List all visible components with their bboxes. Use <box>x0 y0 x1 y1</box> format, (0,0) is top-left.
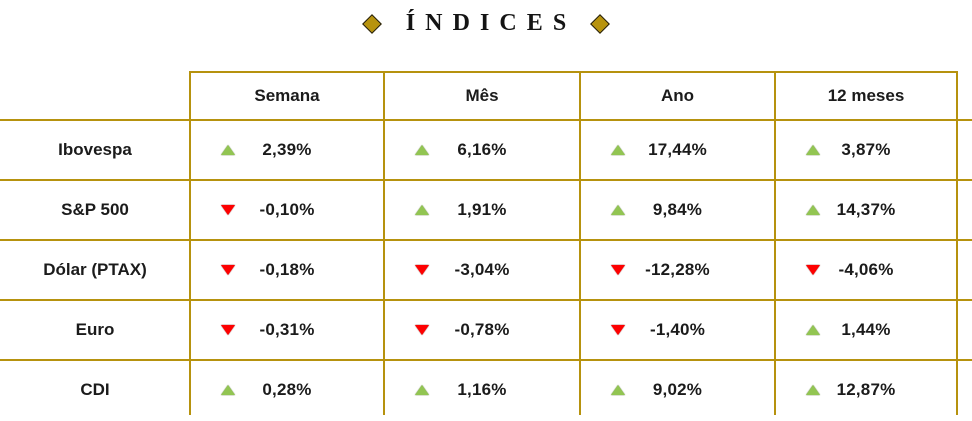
cell-value: -1,40% <box>649 320 706 339</box>
cell-value: 17,44% <box>648 140 707 159</box>
grid-line <box>0 359 972 361</box>
table-cell: 14,37% <box>775 180 957 240</box>
cell-value: 3,87% <box>841 140 891 159</box>
cell-value: 14,37% <box>836 200 896 219</box>
column-header-semana: Semana <box>254 86 320 105</box>
table-cell: 9,02% <box>580 360 775 420</box>
trend-icon <box>415 145 429 155</box>
table-cell: 17,44% <box>580 120 775 180</box>
right-margin <box>957 72 972 120</box>
corner-cell <box>0 72 190 120</box>
table-cell: 1,91% <box>384 180 580 240</box>
trend-icon <box>221 205 235 215</box>
table-cell: -3,04% <box>384 240 580 300</box>
row-label: S&P 500 <box>61 200 129 219</box>
column-header-mes: Mês <box>465 86 499 105</box>
trend-icon <box>806 325 820 335</box>
table-cell: -12,28% <box>580 240 775 300</box>
cell-value: 1,16% <box>457 380 507 399</box>
trend-icon <box>611 265 625 275</box>
table-cell: 1,44% <box>775 300 957 360</box>
table-row-euro: Euro -0,31% -0,78% -1,40% 1,44% <box>0 300 972 360</box>
indices-table: Semana Mês Ano 12 meses Ibovespa 2,39% 6… <box>0 72 972 420</box>
table-cell: 9,84% <box>580 180 775 240</box>
table-row-ibovespa: Ibovespa 2,39% 6,16% 17,44% 3,87% <box>0 120 972 180</box>
grid-line <box>956 71 958 415</box>
grid-line <box>774 71 776 415</box>
trend-icon <box>806 265 820 275</box>
cell-value: -0,10% <box>259 200 315 219</box>
column-header-ano: Ano <box>660 86 695 105</box>
grid-line <box>189 71 191 415</box>
table-header-row: Semana Mês Ano 12 meses <box>0 72 972 120</box>
cell-value: 2,39% <box>262 140 312 159</box>
diamond-ornament-right-icon <box>590 13 611 34</box>
cell-value: -12,28% <box>645 260 710 279</box>
cell-value: 9,84% <box>652 200 703 219</box>
table-cell: -0,78% <box>384 300 580 360</box>
trend-icon <box>221 325 235 335</box>
trend-icon <box>611 385 625 395</box>
table-cell: 3,87% <box>775 120 957 180</box>
table-cell: 1,16% <box>384 360 580 420</box>
table-cell: -0,10% <box>190 180 384 240</box>
trend-icon <box>611 205 625 215</box>
row-label: CDI <box>80 380 110 399</box>
table-cell: 0,28% <box>190 360 384 420</box>
grid-line <box>0 179 972 181</box>
table-row-dolar-ptax: Dólar (PTAX) -0,18% -3,04% -12,28% -4,06… <box>0 240 972 300</box>
grid-line <box>190 71 958 73</box>
table-cell: 6,16% <box>384 120 580 180</box>
cell-value: -4,06% <box>838 260 894 279</box>
cell-value: -0,18% <box>259 260 315 279</box>
right-margin <box>957 300 972 360</box>
row-label: Dólar (PTAX) <box>43 260 147 279</box>
cell-value: -0,31% <box>259 320 315 339</box>
grid-line <box>383 71 385 415</box>
cell-value: 9,02% <box>652 380 703 399</box>
table-cell: 12,87% <box>775 360 957 420</box>
table-cell: -0,31% <box>190 300 384 360</box>
diamond-ornament-left-icon <box>361 13 382 34</box>
right-margin <box>957 120 972 180</box>
trend-icon <box>415 265 429 275</box>
trend-icon <box>221 145 235 155</box>
trend-icon <box>415 205 429 215</box>
trend-icon <box>806 205 820 215</box>
cell-value: 1,91% <box>457 200 507 219</box>
row-label: Euro <box>75 320 115 339</box>
cell-value: 12,87% <box>836 380 896 399</box>
table-cell: 2,39% <box>190 120 384 180</box>
table-row-sp500: S&P 500 -0,10% 1,91% 9,84% 14,37% <box>0 180 972 240</box>
trend-icon <box>611 145 625 155</box>
table-cell: -4,06% <box>775 240 957 300</box>
right-margin <box>957 180 972 240</box>
cell-value: 6,16% <box>457 140 507 159</box>
page-title: ÍNDICES <box>405 10 577 36</box>
grid-line <box>0 239 972 241</box>
title-bar: ÍNDICES <box>0 10 972 37</box>
cell-value: -0,78% <box>454 320 510 339</box>
column-header-12meses: 12 meses <box>827 86 905 105</box>
trend-icon <box>806 385 820 395</box>
table-cell: -1,40% <box>580 300 775 360</box>
trend-icon <box>415 385 429 395</box>
cell-value: 0,28% <box>262 380 312 399</box>
trend-icon <box>415 325 429 335</box>
trend-icon <box>221 385 235 395</box>
row-label: Ibovespa <box>58 140 132 159</box>
right-margin <box>957 360 972 420</box>
trend-icon <box>221 265 235 275</box>
grid-line <box>0 299 972 301</box>
right-margin <box>957 240 972 300</box>
grid-line <box>579 71 581 415</box>
cell-value: -3,04% <box>454 260 510 279</box>
grid-line <box>0 119 972 121</box>
trend-icon <box>611 325 625 335</box>
table-cell: -0,18% <box>190 240 384 300</box>
table-row-cdi: CDI 0,28% 1,16% 9,02% 12,87% <box>0 360 972 420</box>
cell-value: 1,44% <box>841 320 891 339</box>
trend-icon <box>806 145 820 155</box>
